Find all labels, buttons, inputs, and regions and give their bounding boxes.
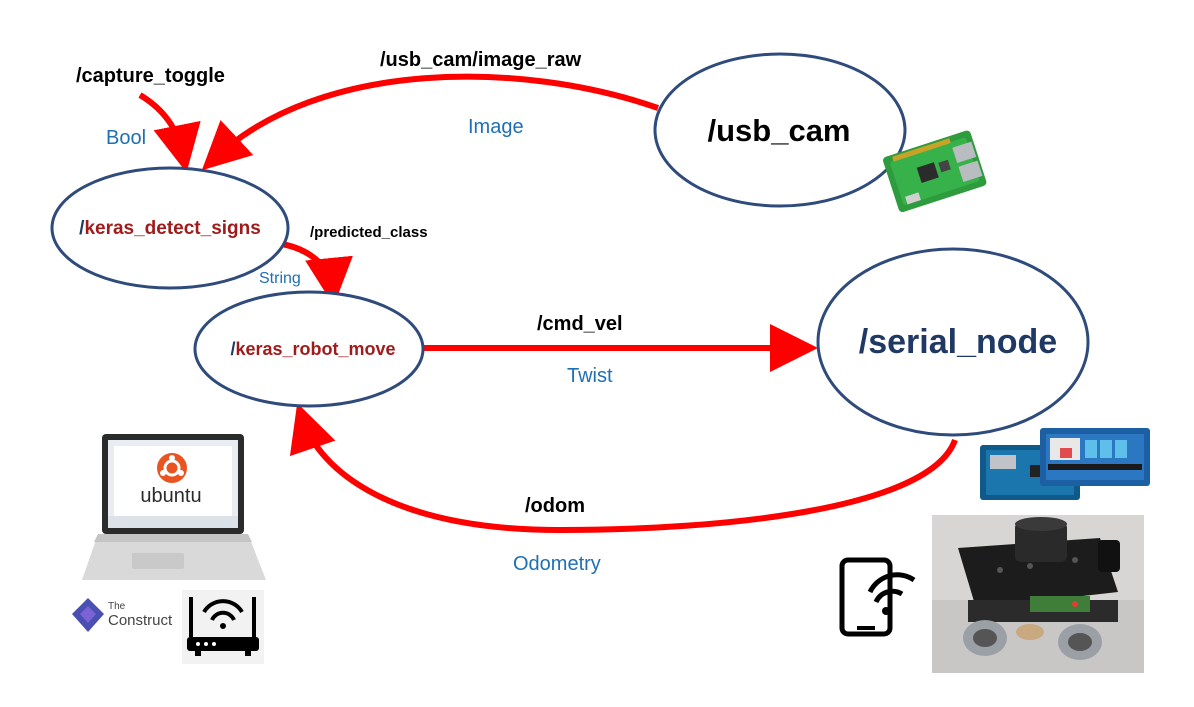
robot-photo [932,515,1144,673]
topic-predicted-class: /predicted_class [310,224,428,241]
node-usb-cam: /usb_cam [653,52,907,208]
node-keras-move-slash: / [230,339,235,359]
msg-type-image: Image [468,116,524,138]
laptop-icon: ubuntu [82,434,266,580]
node-keras-detect-name: keras_detect_signs [84,218,260,239]
ubuntu-logo-text: ubuntu [140,485,201,507]
node-serial-node: /serial_node [816,247,1090,437]
node-keras-detect-signs: /keras_detect_signs [50,166,290,290]
arrow-odom [289,402,958,534]
topic-cmd-vel: /cmd_vel [537,313,623,335]
topic-capture-toggle: /capture_toggle [76,65,225,87]
construct-the-text: The [108,601,126,612]
arrow-image-raw [201,73,659,171]
arrow-predicted-class [281,241,353,306]
arduino-board-icon [980,428,1150,500]
svg-text:/keras_robot_move: /keras_robot_move [230,339,395,359]
construct-name-text: Construct [108,612,173,629]
arrow-capture-toggle [138,92,201,173]
the-construct-logo: The Construct [72,598,173,632]
node-usb-cam-label: /usb_cam [707,113,850,148]
node-serial-node-label: /serial_node [859,323,1057,361]
router-icon [182,590,264,664]
msg-type-odometry: Odometry [513,553,601,575]
raspberry-pi-icon [883,130,987,213]
ubuntu-logo-icon [157,453,187,483]
msg-type-twist: Twist [567,365,613,387]
phone-wifi-icon [839,557,916,637]
topic-odom: /odom [525,495,585,517]
topic-image-raw: /usb_cam/image_raw [380,49,582,71]
svg-text:/keras_detect_signs: /keras_detect_signs [79,218,261,239]
msg-type-string: String [259,270,301,287]
node-keras-move-name: keras_robot_move [235,339,395,359]
node-keras-detect-slash: / [79,218,85,239]
node-keras-robot-move: /keras_robot_move [193,290,425,408]
msg-type-bool: Bool [106,127,146,149]
